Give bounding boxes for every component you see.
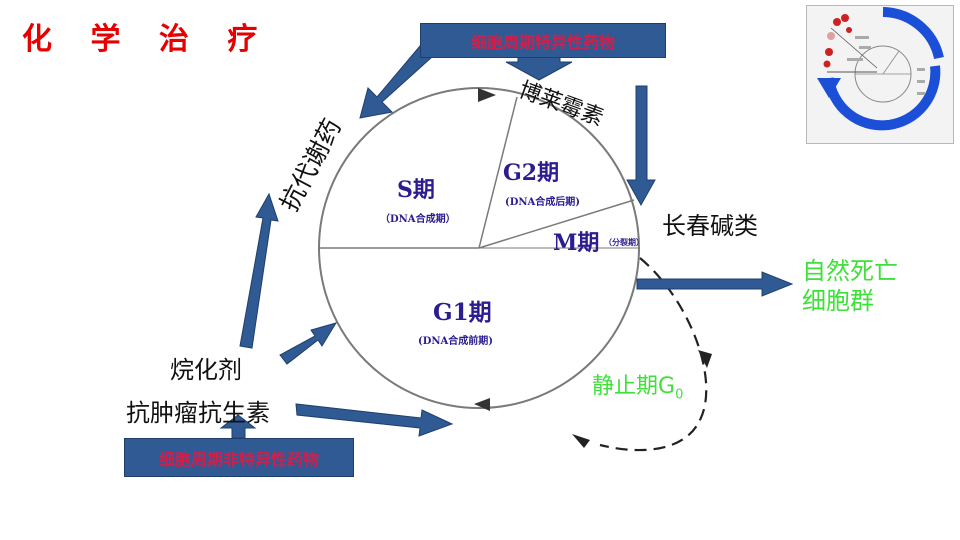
phase-s-sub: （DNA合成期） (380, 214, 456, 225)
phase-g2-sub: (DNA合成后期) (505, 197, 581, 208)
g0-arrowhead-back (572, 434, 590, 448)
natural-death-line2: 细胞群 (802, 287, 874, 315)
thumbnail-graphic (817, 7, 944, 131)
circle-arrowhead-bottom (474, 398, 490, 411)
arrow-to-antimetabolite (359, 45, 433, 119)
phase-g0-subscript: 0 (675, 387, 684, 403)
phase-g1-sub: (DNA合成前期) (418, 336, 494, 347)
arrow-antibiotic-to-g1 (295, 403, 454, 437)
divider-g2-m (478, 199, 635, 249)
arrow-alkylating-up (239, 192, 279, 349)
divider-s-g2 (478, 96, 518, 249)
cell-cycle-thumbnail-icon (806, 5, 954, 144)
nonspecific-drugs-box: 细胞周期非特异性药物 (124, 438, 354, 477)
phase-m-sub: （分裂期） (604, 237, 644, 247)
antitumor-antibiotic-label: 抗肿瘤抗生素 (126, 399, 270, 427)
phase-m-label: M期 (553, 230, 600, 256)
g0-arrowhead-down (698, 350, 712, 368)
natural-death-label: 自然死亡 细胞群 (802, 256, 898, 316)
phase-s-label: S期 (397, 177, 435, 203)
phase-g1-label: G1期 (433, 299, 492, 326)
phase-g0-label: 静止期G0 (592, 368, 683, 402)
arrow-nonspecific-up (219, 414, 257, 439)
arrow-to-vinca (626, 85, 656, 207)
alkylating-label: 烷化剂 (170, 356, 242, 384)
page-title: 化 学 治 疗 (22, 22, 272, 57)
g0-dashed-route (599, 257, 708, 452)
vinca-label: 长春碱类 (662, 212, 758, 240)
natural-death-line1: 自然死亡 (802, 257, 898, 285)
circle-arrowhead-top (478, 88, 496, 102)
phase-g2-label: G2期 (503, 160, 560, 186)
arrow-to-natural-death (636, 271, 794, 297)
arrow-alkylating-to-g1 (279, 322, 338, 365)
phase-g0-text: 静止期G (592, 374, 676, 399)
specific-drugs-box: 细胞周期特异性药物 (420, 23, 666, 58)
